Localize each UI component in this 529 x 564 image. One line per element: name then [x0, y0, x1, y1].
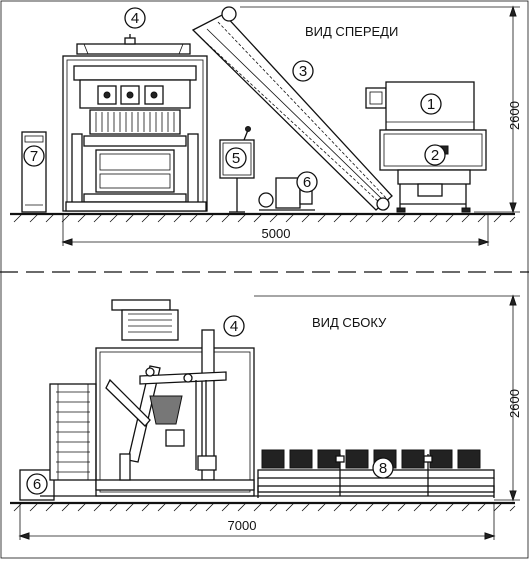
- front-height-label: 2600: [507, 101, 522, 130]
- callout-front-3: 3: [292, 60, 314, 82]
- side-height-label: 2600: [507, 389, 522, 418]
- callout-side-4: 4: [223, 315, 245, 337]
- inclined-conveyor: [191, 6, 488, 211]
- front-width-dimension: [61, 214, 490, 246]
- callout-side-8: 8: [372, 457, 394, 479]
- side-ground-hatch: [13, 502, 516, 512]
- front-height-dimension: [474, 5, 520, 214]
- control-panel: [219, 126, 255, 213]
- callout-front-6: 6: [296, 171, 318, 193]
- side-press-frame: [95, 299, 255, 497]
- callout-front-1: 1: [420, 93, 442, 115]
- press-machine: [62, 34, 208, 212]
- side-width-label: 7000: [228, 518, 257, 533]
- pallet-rack: [49, 383, 97, 481]
- front-view-title: ВИД СПЕРЕДИ: [305, 24, 398, 39]
- side-view: 2600 7000 ВИД СБОКУ 4 6 8: [10, 294, 522, 540]
- side-height-dimension: [254, 294, 520, 502]
- callout-front-7: 7: [23, 145, 45, 167]
- svg-text:2: 2: [431, 147, 439, 164]
- control-cabinet: [21, 131, 47, 213]
- svg-text:6: 6: [33, 476, 41, 493]
- side-view-title: ВИД СБОКУ: [312, 315, 387, 330]
- side-width-dimension: [18, 503, 496, 540]
- svg-text:5: 5: [232, 150, 240, 167]
- svg-text:4: 4: [230, 318, 238, 335]
- motor-unit: [258, 177, 315, 211]
- callout-front-5: 5: [225, 147, 247, 169]
- callout-front-4: 4: [124, 7, 146, 29]
- front-view: 2600 5000 ВИД СПЕРЕДИ 1 2 3 4: [10, 5, 522, 246]
- svg-text:4: 4: [131, 10, 139, 27]
- svg-text:7: 7: [30, 148, 38, 165]
- callout-side-6: 6: [26, 473, 48, 495]
- svg-text:3: 3: [299, 63, 307, 80]
- svg-text:1: 1: [427, 96, 435, 113]
- front-width-label: 5000: [262, 226, 291, 241]
- callout-front-2: 2: [424, 144, 446, 166]
- svg-text:8: 8: [379, 460, 387, 477]
- front-ground-hatch: [13, 213, 516, 223]
- svg-text:6: 6: [303, 174, 311, 191]
